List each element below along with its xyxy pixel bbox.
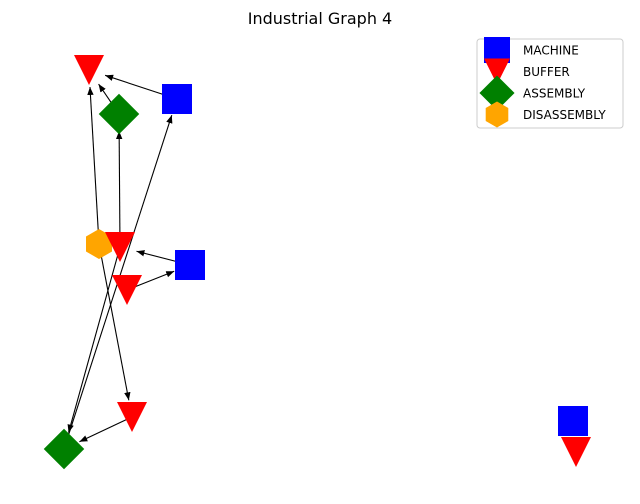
legend-marker-buffer [484,58,510,85]
edge-disassembly-mid-to-buffer-bottom [99,249,131,401]
legend-label-assembly: ASSEMBLY [523,87,586,101]
legend-label-machine: MACHINE [523,44,579,58]
node-machine-right [558,406,588,436]
edges-layer [65,74,577,444]
legend-label-buffer: BUFFER [523,65,570,79]
node-buffer-mid [105,232,135,262]
node-buffer-top [74,55,104,85]
legend: MACHINE BUFFER ASSEMBLY DISASSEMBLY [476,37,624,129]
node-machine-mid [175,250,205,280]
edge-buffer-mid-to-assembly-top [115,130,123,242]
legend-label-disassembly: DISASSEMBLY [523,108,606,122]
node-buffer-right [561,437,591,467]
chart-title: Industrial Graph 4 [248,9,392,28]
edge-disassembly-mid-to-buffer-top [87,86,100,239]
node-disassembly-mid [86,229,112,259]
node-buffer-bottom [117,402,147,432]
legend-marker-assembly [479,75,515,111]
node-machine-top [162,84,192,114]
legend-marker-disassembly [485,101,509,128]
node-buffer-low [112,275,142,305]
legend-frame [476,38,624,129]
node-assembly-bottom [43,428,85,470]
node-assembly-top [98,93,140,135]
edge-buffer-bottom-to-assembly-bottom [79,419,127,443]
edge-buffer-mid-to-assembly-bottom [67,252,119,433]
nodes-layer [43,55,591,470]
edge-buffer-low-to-machine-mid [132,270,175,289]
edge-machine-top-to-buffer-top [104,74,172,98]
